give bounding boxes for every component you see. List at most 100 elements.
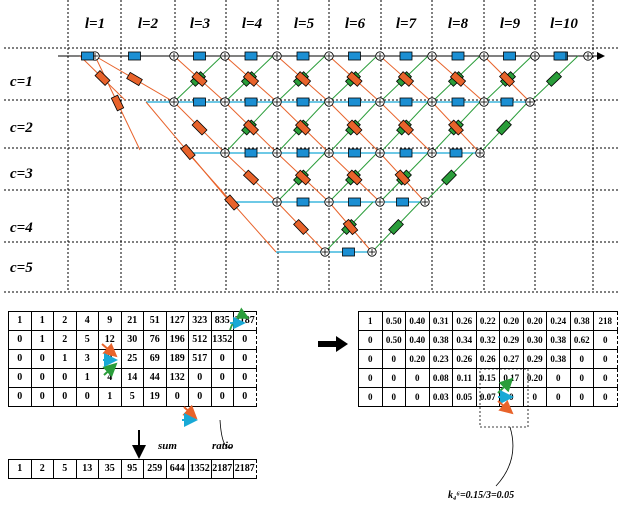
diag-block-icon: [191, 119, 208, 136]
table-cell: 0.17: [499, 368, 524, 388]
table-cell: 1: [30, 311, 54, 331]
table-cell: 0.26: [475, 349, 500, 369]
table-cell: 0.30: [522, 330, 547, 350]
table-cell: 0.40: [405, 330, 430, 350]
table-cell: 14: [120, 368, 144, 388]
diag-block-icon: [545, 71, 563, 87]
table-cell: 0: [210, 349, 234, 369]
diag-block-icon: [496, 119, 512, 136]
delay-block-icon: [128, 51, 141, 61]
table-cell: 19: [143, 387, 167, 407]
table-cell: 259: [143, 459, 167, 479]
column-label: l=7: [396, 16, 417, 32]
table-cell: 4: [75, 311, 99, 331]
column-label: l=6: [345, 16, 366, 32]
delay-block-icon: [193, 97, 206, 107]
delay-block-icon: [399, 97, 413, 107]
table-cell: 0: [381, 349, 406, 369]
table-cell: 5: [53, 459, 77, 479]
delay-block-icon: [348, 197, 361, 207]
delay-block-icon: [451, 51, 465, 61]
table-cell: 0: [30, 349, 54, 369]
table-cell: 0.15: [475, 368, 500, 388]
table-cell: 835: [210, 311, 234, 331]
table-cell: 0: [30, 368, 54, 388]
delay-block-icon: [244, 51, 258, 61]
diag-block-icon: [294, 119, 312, 136]
table-cell: 196: [165, 330, 189, 350]
delay-block-icon: [296, 51, 310, 61]
table-cell: 2187: [233, 311, 257, 331]
table-cell: 21: [120, 311, 144, 331]
table-cell: 0.32: [475, 330, 500, 350]
table-cell: 1: [30, 330, 54, 350]
table-cell: 0: [358, 330, 383, 350]
diag-block-icon: [499, 71, 515, 87]
adder-icon: [272, 51, 282, 61]
table-cell: 1352: [210, 330, 234, 350]
table-cell: 0: [8, 349, 32, 369]
table-cell: 0.05: [452, 387, 477, 407]
adder-icon: [220, 148, 230, 158]
table-cell: 132: [165, 368, 189, 388]
diag-block-icon: [126, 71, 143, 87]
table-cell: 0.29: [499, 330, 524, 350]
table-cell: 0: [358, 387, 383, 407]
table-cell: 0: [358, 368, 383, 388]
ratio-label: ratio: [212, 440, 234, 452]
delay-block-icon: [342, 247, 355, 257]
table-cell: 0: [53, 387, 77, 407]
table-cell: 2187: [210, 459, 234, 479]
table-cell: 0.20: [522, 311, 547, 331]
adder-icon: [375, 148, 385, 158]
delay-block-icon: [500, 97, 514, 107]
table-cell: 0: [233, 368, 257, 388]
diag-block-icon: [346, 169, 363, 186]
diag-block-icon: [293, 218, 309, 236]
column-label: l=9: [500, 16, 521, 32]
column-label: l=4: [242, 16, 263, 32]
adder-icon: [169, 51, 179, 61]
table-cell: 30: [120, 330, 144, 350]
table-cell: 2: [53, 330, 77, 350]
table-cell: 0.38: [546, 349, 571, 369]
adder-icon: [420, 197, 430, 207]
delay-block-icon: [296, 148, 310, 158]
table-cell: 0: [593, 349, 618, 369]
diag-block-icon: [449, 71, 467, 87]
table-cell: 2: [53, 311, 77, 331]
delay-block-icon: [244, 97, 258, 107]
table-cell: 644: [165, 459, 189, 479]
table-cell: 0.26: [452, 349, 477, 369]
table-cell: 0: [8, 387, 32, 407]
table-cell: 0.26: [452, 311, 477, 331]
adder-icon: [530, 51, 540, 61]
right-arrow-icon: [318, 336, 348, 352]
diag-block-icon: [242, 71, 260, 87]
diag-block-icon: [294, 71, 312, 87]
table-cell: 0.07: [475, 387, 500, 407]
delay-block-icon: [296, 197, 310, 207]
adder-icon: [427, 148, 437, 158]
row-label: c=4: [10, 220, 33, 236]
delay-block-icon: [81, 51, 94, 61]
table-cell: 0.20: [405, 349, 430, 369]
adder-icon: [427, 97, 437, 107]
table-cell: 1: [53, 349, 77, 369]
adder-icon: [272, 148, 282, 158]
adder-icon: [475, 148, 485, 158]
table-cell: 0: [546, 387, 571, 407]
table-cell: 0: [593, 387, 618, 407]
table-cell: 0.27: [499, 349, 524, 369]
table-cell: 0.22: [475, 311, 500, 331]
diag-block-icon: [242, 169, 260, 186]
table-cell: 95: [120, 459, 144, 479]
table-cell: 0: [522, 387, 547, 407]
diag-block-icon: [441, 169, 457, 186]
